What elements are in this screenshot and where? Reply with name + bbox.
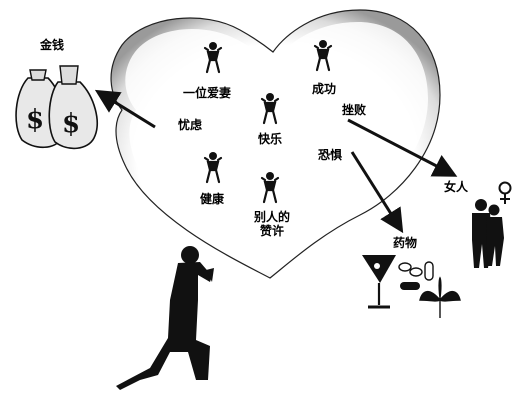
arrow-to-money — [94, 89, 156, 129]
heart-rim — [125, 22, 429, 268]
person-figure-icon — [260, 172, 280, 204]
label-fear: 恐惧 — [318, 148, 343, 162]
label-women: 女人 — [444, 180, 469, 194]
couple-silhouette — [472, 199, 504, 268]
female-symbol-icon — [498, 181, 512, 204]
praying-man-silhouette — [116, 246, 214, 390]
cocktail-glass-icon — [362, 255, 396, 309]
label-success: 成功 — [312, 82, 337, 96]
label-money: 金钱 — [40, 38, 65, 52]
money-bag-icon: $ $ — [15, 65, 98, 150]
label-worry: 忧虑 — [178, 118, 203, 132]
label-health: 健康 — [200, 192, 225, 206]
label-wife: 一位爱妻 — [183, 86, 232, 100]
person-figure-icon — [203, 42, 223, 74]
arrow-to-drugs — [350, 151, 404, 234]
arrow-to-women — [347, 118, 458, 177]
person-figure-icon — [260, 93, 280, 125]
pills-icon — [398, 261, 434, 290]
cannabis-leaf-icon — [419, 276, 461, 318]
person-figure-icon — [313, 40, 333, 72]
label-happiness: 快乐 — [258, 132, 283, 146]
label-frustration: 挫败 — [342, 103, 367, 117]
svg-text:$: $ — [62, 109, 80, 139]
label-approval: 别人的赞许 — [253, 210, 290, 238]
label-drugs: 药物 — [393, 236, 418, 250]
svg-text:$: $ — [26, 105, 44, 135]
person-figure-icon — [203, 152, 223, 184]
